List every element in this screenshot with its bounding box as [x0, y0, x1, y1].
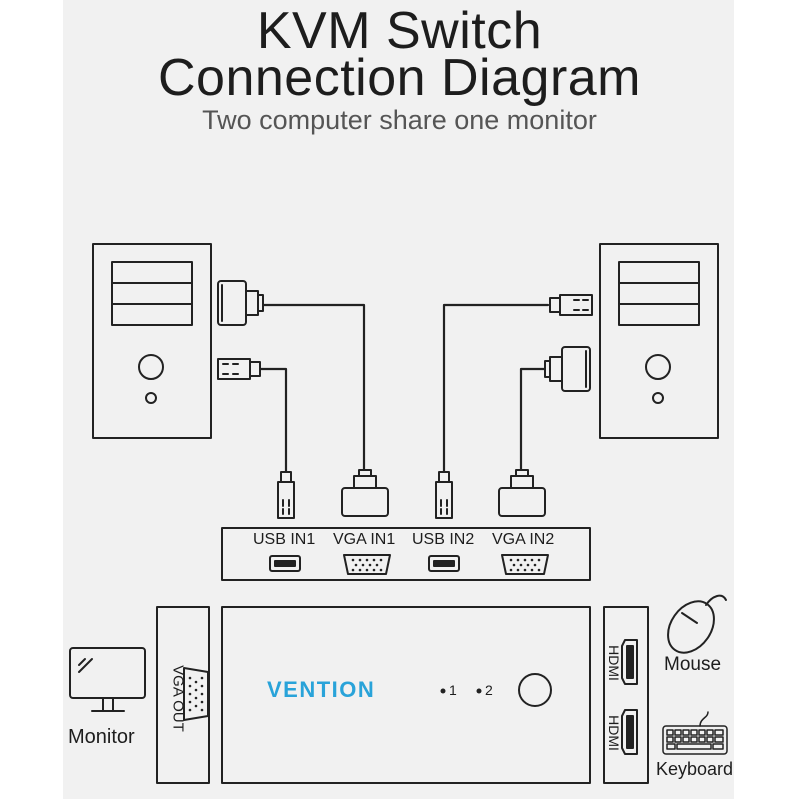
- mouse-icon: [667, 594, 727, 654]
- usb-plug-icon: [435, 471, 453, 519]
- vga-connector-icon: [341, 469, 389, 517]
- indicator-2-label: 2: [485, 682, 493, 698]
- hdmi-top-label: HDMI: [606, 645, 622, 681]
- subtitle: Two computer share one monitor: [202, 105, 597, 135]
- indicator-dot-2: [476, 688, 482, 694]
- usb-in1-label: USB IN1: [253, 531, 316, 548]
- brand-logo: VENTION: [267, 677, 376, 702]
- vga-connector-icon: [498, 469, 546, 517]
- title-line-2: Connection Diagram: [157, 49, 642, 107]
- monitor-label: Monitor: [68, 726, 135, 748]
- usb-port-icon: [428, 555, 460, 572]
- cables: [258, 303, 554, 474]
- vga-connector-icon: [544, 346, 591, 392]
- indicator-1-label: 1: [449, 682, 457, 698]
- vga-port-icon: [183, 667, 209, 721]
- computer-tower-icon: [92, 243, 212, 439]
- title-line-1: KVM Switch: [256, 2, 543, 60]
- usb-plug-icon: [217, 358, 261, 380]
- vga-out-label: VGA OUT: [169, 665, 187, 732]
- vga-in1-label: VGA IN1: [333, 531, 396, 548]
- input-port-panel: [221, 527, 591, 581]
- mouse-label: Mouse: [664, 654, 722, 675]
- usb-plug-icon: [549, 294, 593, 316]
- usb-port-icon: [269, 555, 301, 572]
- vga-port-icon: [501, 554, 549, 575]
- switch-button-icon[interactable]: [518, 673, 552, 707]
- computer-tower-icon: [599, 243, 719, 439]
- indicator-dot-1: [440, 688, 446, 694]
- hdmi-bottom-label: HDMI: [606, 715, 622, 751]
- hdmi-port-icon: [621, 639, 638, 685]
- keyboard-label: Keyboard: [656, 759, 734, 779]
- monitor-icon: [69, 647, 146, 712]
- hdmi-port-icon: [621, 709, 638, 755]
- usb-in2-label: USB IN2: [412, 531, 475, 548]
- usb-plug-icon: [277, 471, 295, 519]
- hdmi-panel: [603, 606, 649, 784]
- vga-in2-label: VGA IN2: [492, 531, 555, 548]
- vga-connector-icon: [217, 280, 264, 326]
- kvm-switch-front: [221, 606, 591, 784]
- keyboard-icon: [662, 711, 728, 755]
- vga-port-icon: [343, 554, 391, 575]
